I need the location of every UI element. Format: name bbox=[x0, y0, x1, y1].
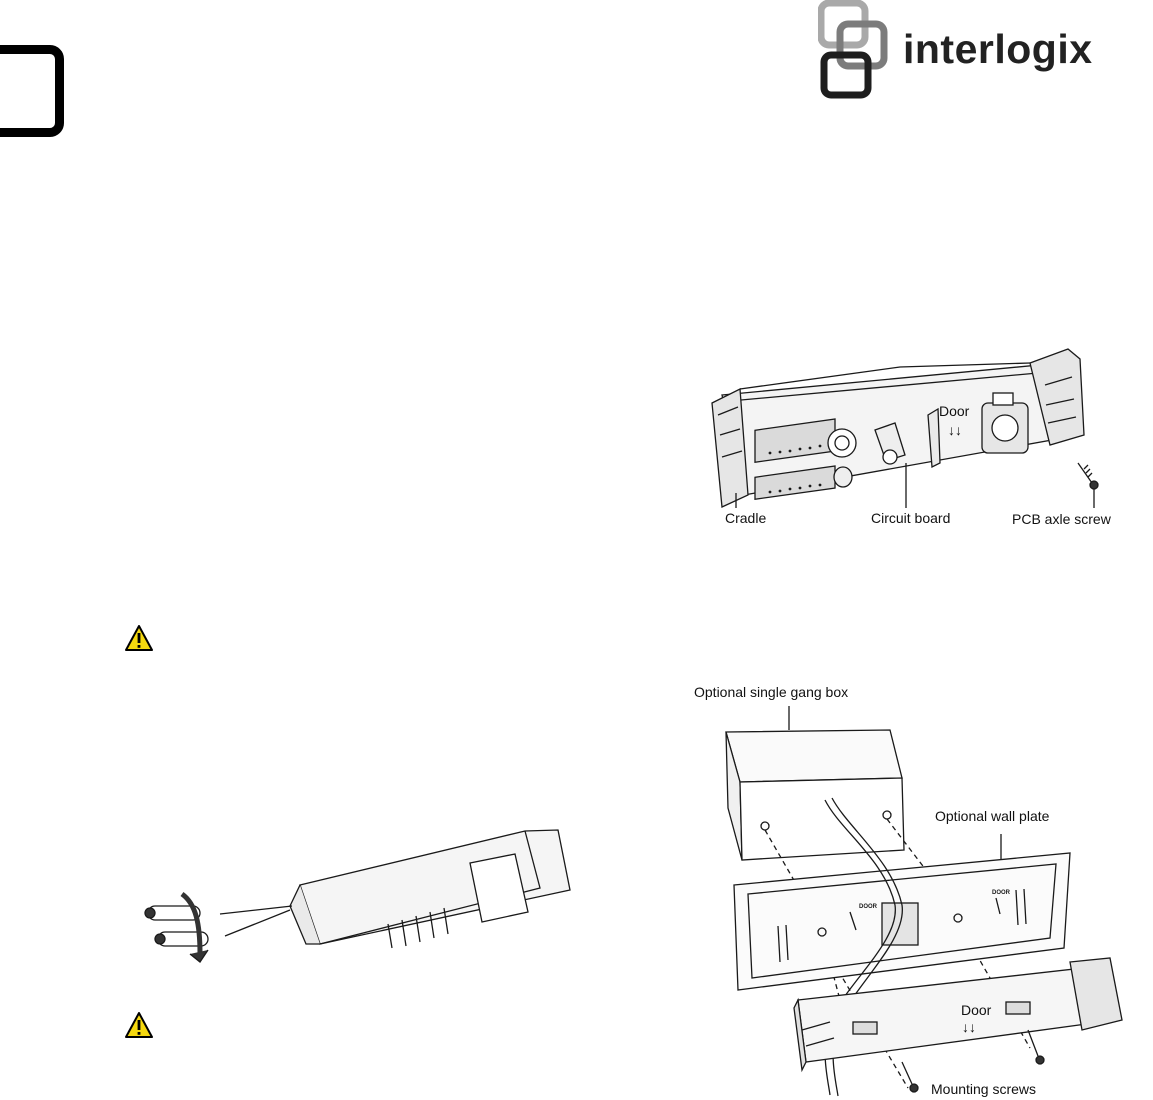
plate-door-tag-right: DOOR bbox=[992, 890, 1011, 896]
wall-plate-callout: Optional wall plate bbox=[935, 808, 1050, 824]
warning-triangle-icon-2 bbox=[125, 1012, 153, 1038]
cradle-circuit-board-figure bbox=[711, 348, 1099, 508]
door-label: Door bbox=[939, 403, 970, 419]
plate-door-tag-left: DOOR bbox=[859, 904, 878, 910]
mounting-door-label: Door bbox=[961, 1002, 992, 1018]
circuit-board-callout: Circuit board bbox=[871, 510, 951, 526]
warning-triangle-icon bbox=[125, 625, 153, 651]
corner-mark-icon bbox=[0, 45, 64, 137]
door-arrows: ↓↓ bbox=[948, 422, 962, 438]
mounting-figure: DOOR DOOR bbox=[725, 706, 1123, 1097]
mounting-door-arrows: ↓↓ bbox=[962, 1019, 976, 1035]
gang-box-callout: Optional single gang box bbox=[694, 684, 849, 700]
interlogix-logo-icon bbox=[818, 0, 888, 99]
pcb-axle-screw-callout: PCB axle screw bbox=[1012, 511, 1111, 527]
battery-figure bbox=[144, 829, 571, 963]
mounting-screws-callout: Mounting screws bbox=[931, 1081, 1037, 1097]
cradle-callout: Cradle bbox=[725, 510, 767, 526]
logo-wordmark: interlogix bbox=[903, 26, 1093, 72]
